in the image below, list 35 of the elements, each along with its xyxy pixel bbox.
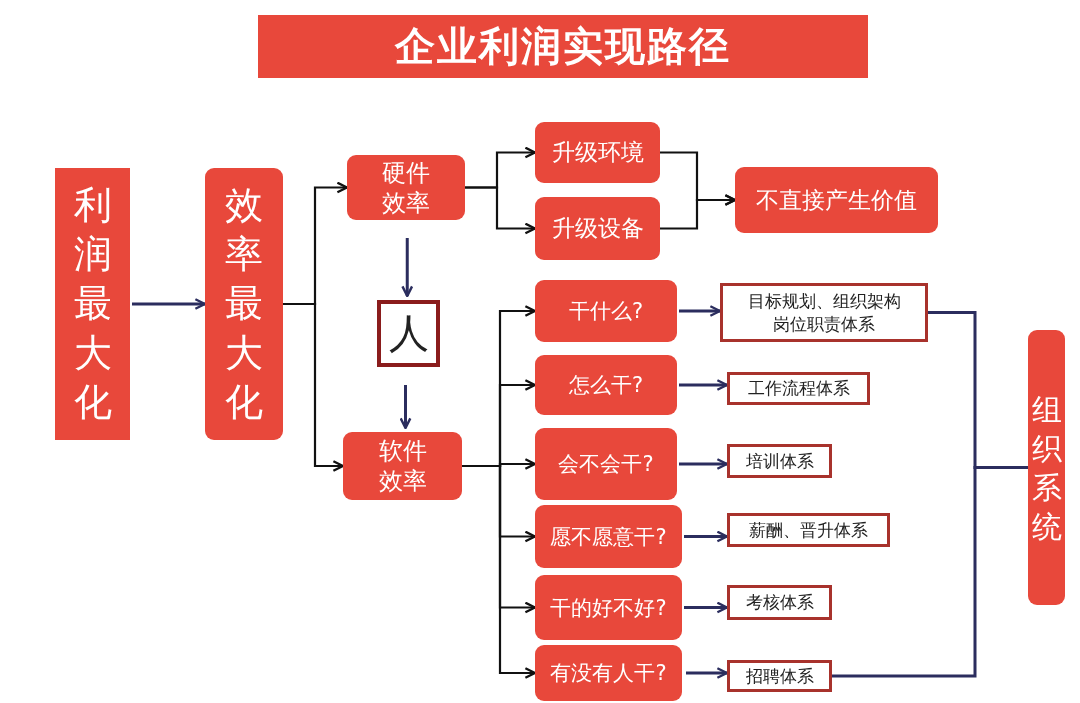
process-box: 利润最大化	[55, 168, 130, 440]
system-box: 薪酬、晋升体系	[727, 513, 890, 547]
process-box: 有没有人干?	[535, 645, 682, 701]
arrow	[679, 458, 729, 470]
arrow	[401, 238, 414, 298]
process-box: 怎么干?	[535, 355, 677, 415]
system-box: 培训体系	[727, 444, 832, 478]
person-box: 人	[377, 300, 440, 367]
process-box: 硬件效率	[347, 155, 465, 220]
process-box: 干的好不好?	[535, 575, 682, 640]
system-box: 目标规划、组织架构岗位职责体系	[720, 283, 928, 342]
arrow	[679, 379, 729, 391]
arrow	[684, 530, 729, 543]
process-box: 愿不愿意干?	[535, 505, 682, 568]
arrow	[132, 298, 207, 310]
arrow	[283, 302, 345, 472]
process-box: 软件效率	[343, 432, 462, 500]
arrow	[686, 667, 729, 679]
system-box: 招聘体系	[727, 660, 832, 692]
system-box: 工作流程体系	[727, 372, 870, 405]
process-box: 升级设备	[535, 197, 660, 260]
arrow	[684, 601, 729, 614]
system-box: 考核体系	[727, 585, 832, 620]
process-box: 升级环境	[535, 122, 660, 183]
process-box: 不直接产生价值	[735, 167, 938, 233]
arrow	[399, 385, 412, 430]
title-banner: 企业利润实现路径	[258, 15, 868, 78]
process-box: 效率最大化	[205, 168, 283, 440]
process-box: 组织系统	[1028, 330, 1065, 605]
arrow	[465, 186, 537, 235]
connector-line	[832, 466, 1028, 678]
process-box: 会不会干?	[535, 428, 677, 500]
process-box: 干什么?	[535, 280, 677, 342]
arrow	[660, 194, 737, 230]
arrow	[679, 305, 722, 317]
